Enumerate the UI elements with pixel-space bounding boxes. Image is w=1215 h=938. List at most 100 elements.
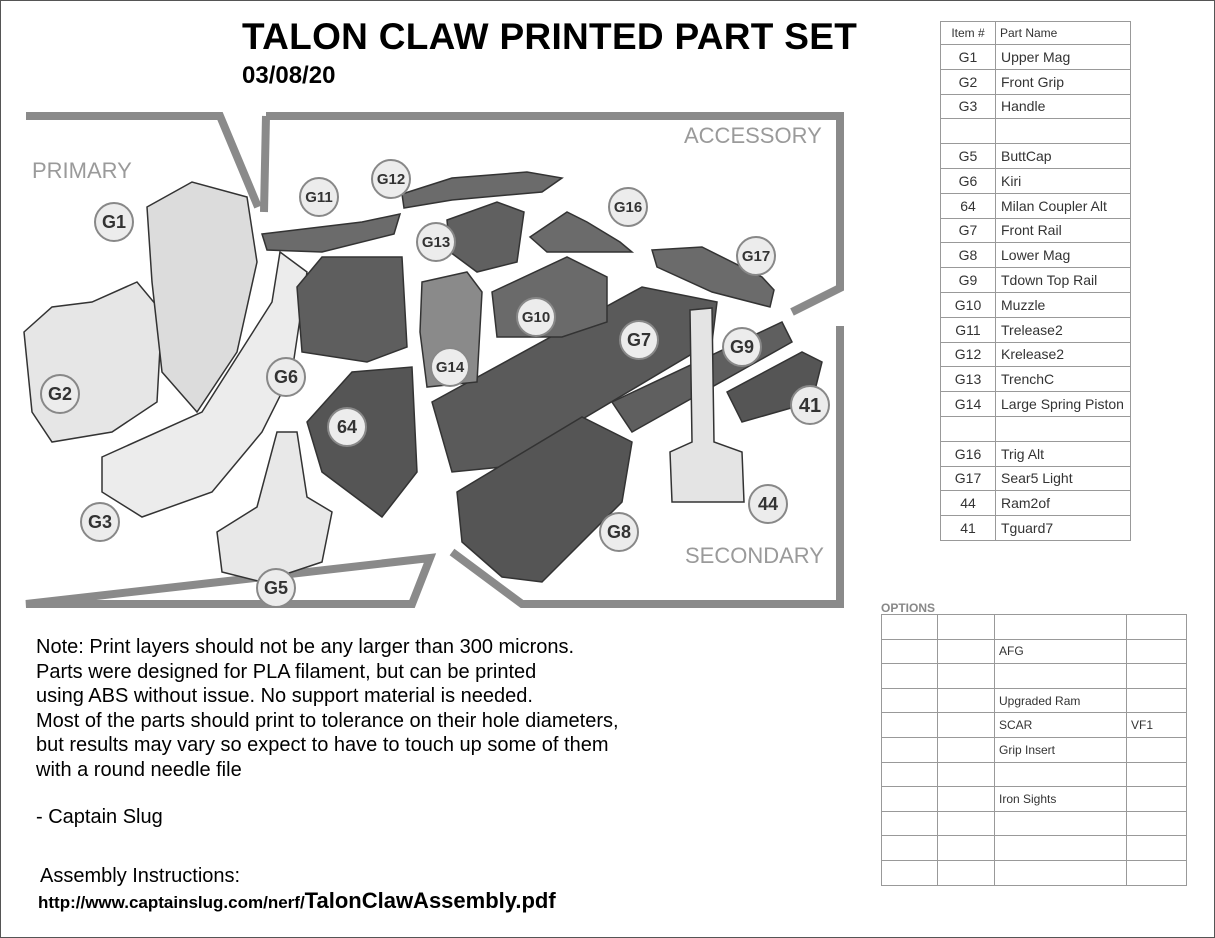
option-cell: SCAR bbox=[994, 712, 1127, 738]
item-number-cell: G12 bbox=[940, 341, 996, 368]
callout-label-g17: G17 bbox=[742, 248, 770, 265]
option-cell bbox=[994, 859, 1127, 886]
table-row bbox=[881, 810, 1187, 837]
part-shape-44 bbox=[669, 307, 745, 503]
table-row: AFG bbox=[881, 638, 1187, 665]
option-cell bbox=[937, 761, 995, 788]
callout-g17 bbox=[736, 236, 776, 276]
zone-label-accessory: ACCESSORY bbox=[684, 123, 822, 148]
item-number-cell: G16 bbox=[940, 440, 996, 467]
assembly-label: Assembly Instructions: bbox=[40, 865, 241, 887]
part-shape-g11 bbox=[261, 213, 402, 253]
part-name-cell: Handle bbox=[995, 93, 1131, 120]
option-cell bbox=[937, 859, 995, 886]
callout-label-g14: G14 bbox=[436, 359, 465, 376]
part-name-cell: Ram2of bbox=[995, 490, 1131, 517]
option-cell bbox=[937, 638, 995, 665]
part-name-cell: Front Rail bbox=[995, 217, 1131, 244]
callout-41 bbox=[790, 385, 830, 425]
item-number-cell: G13 bbox=[940, 366, 996, 393]
option-cell bbox=[881, 736, 938, 763]
part-name-cell: Muzzle bbox=[995, 291, 1131, 318]
option-cell bbox=[1126, 638, 1187, 665]
callout-g16 bbox=[608, 187, 648, 227]
part-name-cell bbox=[995, 415, 1131, 442]
option-cell bbox=[881, 663, 938, 689]
callout-label-44: 44 bbox=[758, 494, 778, 514]
part-name-cell: Large Spring Piston bbox=[995, 391, 1131, 417]
part-shape-64 bbox=[306, 366, 418, 519]
option-cell: AFG bbox=[994, 638, 1127, 665]
option-cell bbox=[937, 614, 995, 640]
option-cell bbox=[1126, 810, 1187, 837]
item-number-cell: G6 bbox=[940, 167, 996, 194]
callout-g13 bbox=[416, 222, 456, 262]
option-cell bbox=[994, 835, 1127, 861]
part-name-cell: Milan Coupler Alt bbox=[995, 192, 1131, 219]
part-shape-g16 bbox=[528, 211, 635, 253]
page-title: TALON CLAW PRINTED PART SET bbox=[242, 16, 858, 57]
option-cell: Upgraded Ram bbox=[994, 687, 1127, 714]
option-cell bbox=[994, 810, 1127, 837]
table-row: Upgraded Ram bbox=[881, 687, 1187, 714]
callout-g5 bbox=[256, 568, 296, 608]
option-cell bbox=[937, 712, 995, 738]
option-cell bbox=[1126, 835, 1187, 861]
item-number-cell: G8 bbox=[940, 242, 996, 269]
table-row bbox=[881, 663, 1187, 689]
callout-g2 bbox=[94, 202, 134, 242]
part-shape-g1 bbox=[23, 281, 163, 443]
callout-label-g16: G16 bbox=[614, 199, 642, 216]
part-name-cell: ButtCap bbox=[995, 143, 1131, 169]
item-number-cell: 41 bbox=[940, 515, 996, 541]
callout-label-g7: G7 bbox=[627, 330, 651, 350]
callout-label-g13: G13 bbox=[422, 234, 450, 251]
part-name-cell: Trig Alt bbox=[995, 440, 1131, 467]
item-number-cell bbox=[940, 415, 996, 442]
callout-g10 bbox=[516, 297, 556, 337]
callout-g9 bbox=[722, 327, 762, 367]
callout-g7 bbox=[619, 320, 659, 360]
option-cell bbox=[937, 687, 995, 714]
option-cell bbox=[937, 835, 995, 861]
callout-g1 bbox=[40, 374, 80, 414]
table-row bbox=[940, 415, 1131, 442]
option-cell bbox=[881, 859, 938, 886]
exploded-parts-illustration: PRIMARY ACCESSORY SECONDARY bbox=[22, 112, 848, 608]
option-cell bbox=[994, 663, 1127, 689]
part-name-cell: Tguard7 bbox=[995, 515, 1131, 541]
item-number-cell: G9 bbox=[940, 267, 996, 293]
option-cell bbox=[881, 761, 938, 788]
item-number-cell: G2 bbox=[940, 68, 996, 95]
item-number-cell: G10 bbox=[940, 291, 996, 318]
option-cell: Iron Sights bbox=[994, 786, 1127, 812]
option-cell bbox=[881, 687, 938, 714]
callout-g3 bbox=[80, 502, 120, 542]
options-title: OPTIONS bbox=[881, 601, 936, 615]
part-shape-g6 bbox=[296, 256, 408, 363]
assembly-url-prefix: http://www.captainslug.com/nerf/ bbox=[38, 893, 305, 912]
table-row bbox=[881, 614, 1187, 640]
parts-header-name: Part Name bbox=[995, 21, 1131, 45]
option-cell bbox=[994, 614, 1127, 640]
callout-label-g9: G9 bbox=[730, 337, 754, 357]
part-shape-g13 bbox=[446, 201, 525, 273]
option-cell bbox=[1126, 786, 1187, 812]
assembly-link[interactable]: http://www.captainslug.com/nerf/TalonCla… bbox=[38, 888, 556, 914]
part-name-cell: Tdown Top Rail bbox=[995, 267, 1131, 293]
callout-label-g10: G10 bbox=[522, 309, 550, 326]
option-cell: Grip Insert bbox=[994, 736, 1127, 763]
callout-64 bbox=[327, 407, 367, 447]
